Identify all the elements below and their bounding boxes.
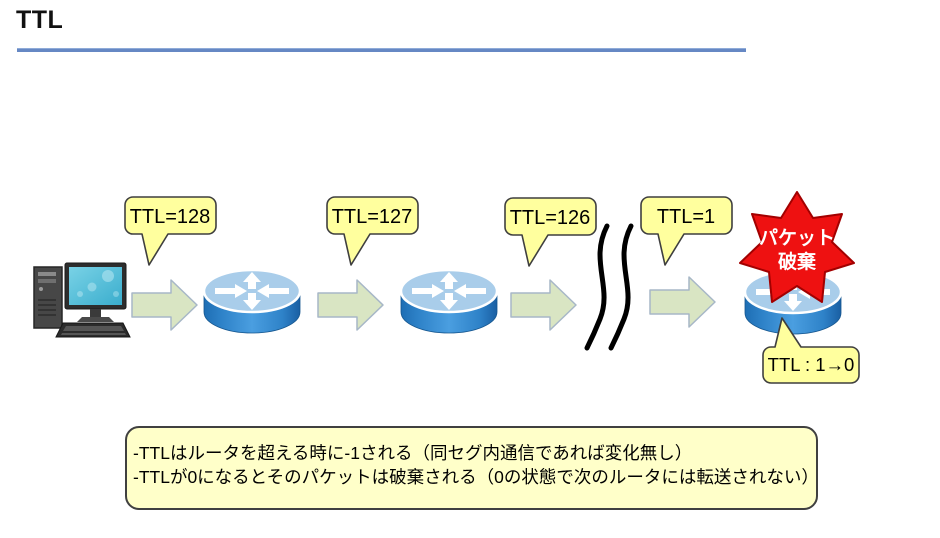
note-line-2: -TTLが0になるとそのパケットは破棄される（0の状態で次のルータには転送されな…	[133, 466, 819, 487]
title-underline	[17, 48, 746, 52]
pc-tower	[33, 266, 63, 329]
note-box: -TTLはルータを超える時に-1される（同セグ内通信であれば変化無し） -TTL…	[125, 426, 819, 510]
note-line-1: -TTLはルータを超える時に-1される（同セグ内通信であれば変化無し）	[133, 443, 693, 463]
right-arrow-shape	[131, 279, 198, 331]
packet-discard-burst: パケット 破棄	[739, 191, 855, 303]
callout-label: TTL=1	[657, 206, 715, 228]
callout-label: TTL : 1→0	[768, 354, 855, 375]
star-burst-icon	[739, 191, 855, 303]
burst-label-line2: 破棄	[778, 250, 817, 273]
network-break-icon	[584, 223, 634, 351]
speech-bubble-icon	[640, 196, 733, 266]
speech-bubble-icon	[504, 197, 597, 267]
router-icon	[399, 268, 499, 334]
right-arrow-shape	[510, 279, 577, 331]
right-arrow-shape	[649, 276, 716, 328]
callout-label: TTL=127	[332, 206, 413, 228]
router-icon	[202, 268, 302, 334]
router-arrows	[412, 272, 486, 310]
callout-ttl-127: TTL=127	[326, 196, 419, 266]
flow-arrow-icon	[317, 279, 384, 331]
pc-keyboard	[55, 322, 131, 338]
router-top-face	[399, 268, 499, 314]
callout-ttl-126: TTL=126	[504, 197, 597, 267]
pc-monitor	[64, 262, 127, 322]
flow-arrow-icon	[510, 279, 577, 331]
flow-arrow-icon	[649, 276, 716, 328]
router-arrows	[215, 272, 289, 310]
flow-arrow-icon	[131, 279, 198, 331]
right-arrow-shape	[317, 279, 384, 331]
computer-icon	[33, 262, 131, 338]
page-title: TTL	[16, 6, 64, 34]
callout-ttl-1: TTL=1	[640, 196, 733, 266]
callout-label: TTL=126	[510, 207, 591, 229]
router-top-face	[202, 268, 302, 314]
speech-bubble-icon	[762, 317, 860, 384]
speech-bubble-icon	[326, 196, 419, 266]
callout-ttl-128: TTL=128	[124, 196, 217, 266]
callout-label: TTL=128	[130, 206, 211, 228]
callout-ttl-1-to-0: TTL : 1→0	[762, 317, 860, 384]
speech-bubble-icon	[124, 196, 217, 266]
burst-label-line1: パケット	[759, 227, 835, 249]
